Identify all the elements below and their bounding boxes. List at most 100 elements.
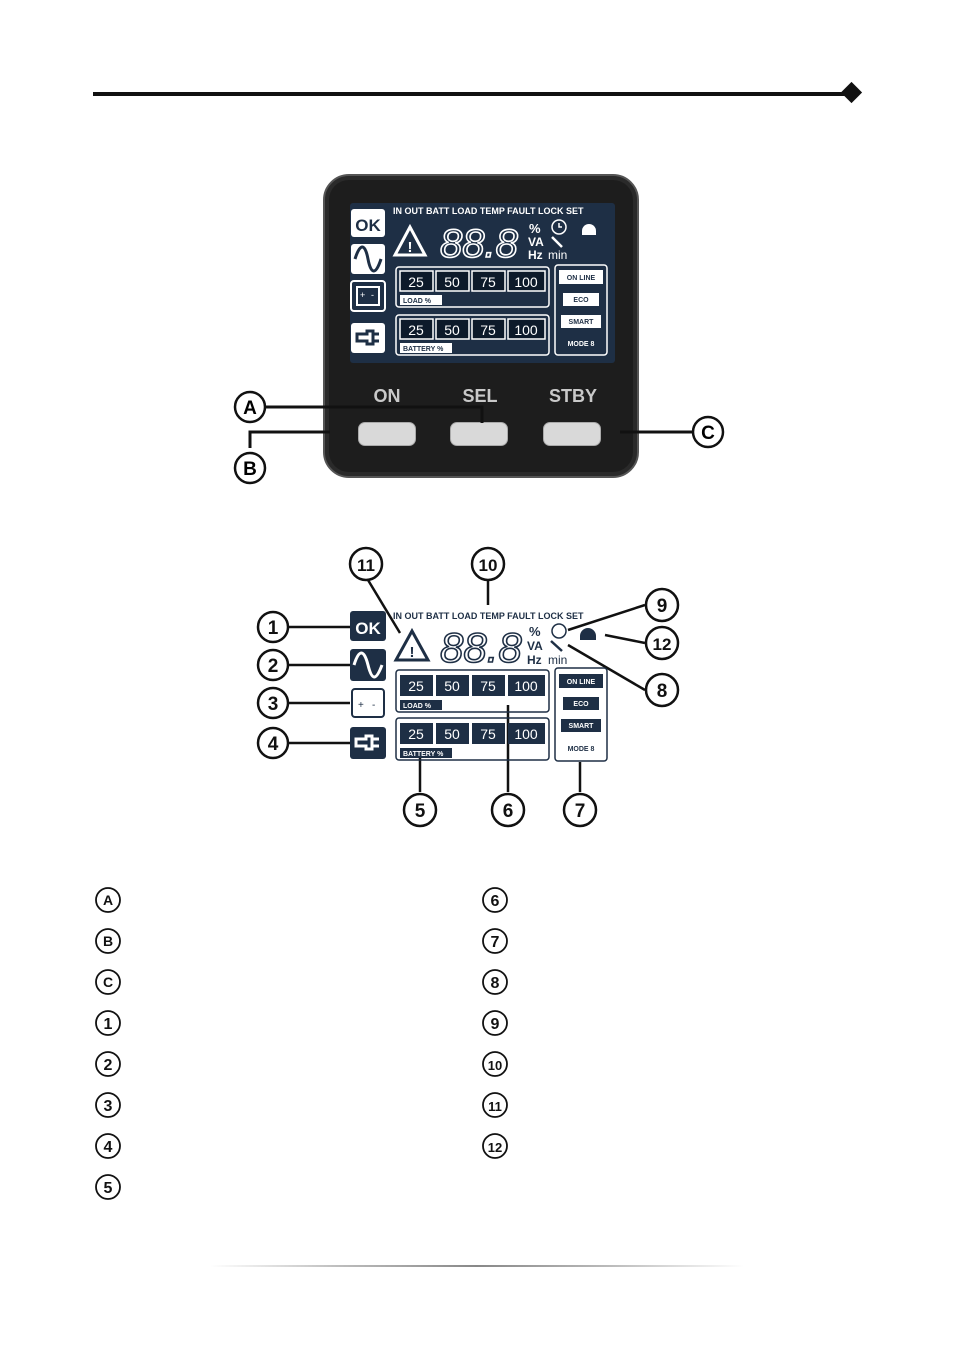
svg-text:3: 3 (268, 694, 279, 715)
detail-status-row: IN OUT BATT LOAD TEMP FAULT LOCK SET (393, 611, 584, 621)
stby-button[interactable] (543, 422, 601, 446)
legend-2: 2 (104, 1057, 113, 1074)
legend-right: 6 7 8 9 10 11 12 (482, 887, 508, 1159)
svg-text:2: 2 (268, 656, 279, 677)
svg-text:100: 100 (514, 678, 538, 694)
legend-10: 10 (488, 1058, 502, 1073)
svg-text:75: 75 (480, 678, 496, 694)
svg-text:ON LINE: ON LINE (567, 679, 596, 686)
svg-text:25: 25 (408, 678, 424, 694)
sel-button[interactable] (450, 422, 508, 446)
svg-text:8: 8 (657, 681, 668, 702)
legend-c: C (103, 974, 113, 990)
svg-text:9: 9 (657, 596, 668, 617)
callout-3 (256, 686, 290, 720)
callout-12 (644, 625, 680, 661)
device-callouts: A B C (233, 390, 725, 485)
svg-text:5: 5 (415, 801, 426, 822)
detail-battery-icon (351, 688, 385, 718)
svg-text:12: 12 (653, 635, 672, 654)
detail-clock-icon (551, 623, 567, 639)
callout-6 (490, 792, 526, 828)
svg-text:Hz: Hz (527, 653, 542, 667)
svg-text:75: 75 (480, 322, 496, 338)
svg-text:50: 50 (444, 726, 460, 742)
svg-text:!: ! (410, 644, 415, 661)
legend-12: 12 (488, 1140, 502, 1155)
svg-text:-: - (372, 700, 375, 711)
legend-4: 4 (104, 1139, 113, 1156)
legend-7: 7 (491, 934, 500, 951)
callout-11 (348, 546, 384, 582)
detail-warning-icon (393, 627, 431, 662)
callout-5 (402, 792, 438, 828)
svg-text:25: 25 (408, 322, 424, 338)
svg-text:75: 75 (480, 726, 496, 742)
footer-line (210, 1265, 744, 1267)
svg-text:7: 7 (575, 801, 586, 822)
header-diamond (840, 81, 863, 104)
svg-text:100: 100 (514, 726, 538, 742)
legend-3: 3 (104, 1098, 113, 1115)
callout-b (233, 451, 267, 485)
lcd-mode-box: ON LINE ECO SMART MODE 8 (554, 264, 608, 356)
svg-text:SMART: SMART (569, 723, 595, 730)
unit-va: VA (528, 235, 544, 249)
unit-percent: % (529, 221, 541, 236)
svg-text:100: 100 (514, 274, 538, 290)
svg-text:min: min (548, 653, 567, 667)
svg-text:6: 6 (503, 801, 514, 822)
callout-7 (562, 792, 598, 828)
svg-text:SMART: SMART (569, 319, 595, 326)
svg-text:BATTERY %: BATTERY % (403, 751, 444, 758)
callout-8 (644, 672, 680, 708)
lcd-digits: 88.8 (440, 222, 519, 266)
detail-lock-icon (580, 628, 596, 640)
svg-text:50: 50 (444, 678, 460, 694)
callout-a (233, 390, 267, 424)
svg-text:LOAD %: LOAD % (403, 298, 432, 305)
svg-text:C: C (701, 423, 715, 444)
svg-text:ECO: ECO (573, 701, 589, 708)
legend-b: B (103, 933, 113, 949)
svg-text:25: 25 (408, 726, 424, 742)
svg-text:MODE 8: MODE 8 (568, 341, 595, 348)
lcd-status-row: IN OUT BATT LOAD TEMP FAULT LOCK SET (393, 206, 584, 216)
svg-text:-: - (371, 290, 374, 300)
wrench-icon (551, 236, 563, 248)
detail-battery-bar: 25 50 75 100 BATTERY % (395, 717, 550, 761)
detail-plug-icon (350, 727, 386, 759)
battery-icon (350, 280, 386, 312)
svg-text:LOAD %: LOAD % (403, 703, 432, 710)
callout-4 (256, 726, 290, 760)
svg-text:4: 4 (268, 734, 279, 755)
callout-1 (256, 610, 290, 644)
unit-hz: Hz (528, 248, 543, 262)
svg-text:11: 11 (357, 556, 375, 575)
svg-text:+: + (360, 290, 365, 300)
legend-5: 5 (104, 1180, 113, 1197)
legend-left: A B C 1 2 3 4 5 (95, 887, 121, 1200)
header-rule (93, 92, 853, 96)
on-button[interactable] (358, 422, 416, 446)
legend-a: A (103, 892, 113, 908)
device-lcd-content: IN OUT BATT LOAD TEMP FAULT LOCK SET OK … (350, 206, 608, 356)
svg-text:25: 25 (408, 274, 424, 290)
svg-text:50: 50 (444, 274, 460, 290)
legend-6: 6 (491, 893, 500, 910)
svg-text:1: 1 (268, 618, 279, 639)
svg-text:+: + (358, 700, 364, 711)
svg-text:100: 100 (514, 322, 538, 338)
ok-icon: OK (355, 216, 381, 235)
svg-text:BATTERY %: BATTERY % (403, 346, 444, 353)
lcd-battery-bar: 25 50 75 100 BATTERY % (395, 314, 550, 356)
plug-icon (351, 323, 385, 353)
svg-text:10: 10 (479, 556, 498, 575)
lock-icon (582, 224, 596, 235)
svg-text:B: B (243, 459, 257, 480)
callout-2 (256, 648, 290, 682)
svg-text:A: A (243, 398, 257, 419)
detail-ok-icon: OK (355, 619, 381, 638)
callout-c (691, 415, 725, 449)
detail-mode-box: ON LINE ECO SMART MODE 8 (554, 667, 608, 762)
